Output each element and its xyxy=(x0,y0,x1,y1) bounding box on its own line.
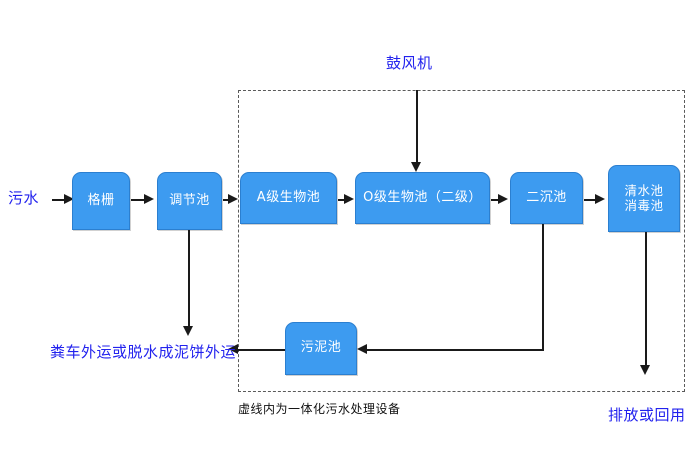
node-sludge-tank-label: 污泥池 xyxy=(300,340,342,356)
node-a-stage-bioreactor-label: A级生物池 xyxy=(256,189,321,205)
node-regulating-tank[interactable]: 调节池 xyxy=(157,172,222,230)
arrowhead-clearwater-to-effluent xyxy=(640,365,650,375)
connector-secondary-sludge-left xyxy=(365,349,544,351)
arrowhead-o-bio-to-secondary xyxy=(498,194,508,204)
arrowhead-regulating-to-a-bio xyxy=(228,194,238,204)
sludge-outlet-label: 粪车外运或脱水成泥饼外运 xyxy=(50,343,237,361)
node-secondary-sedimentation-tank-label: 二沉池 xyxy=(526,189,567,205)
node-grille-label: 格栅 xyxy=(87,192,115,208)
connector-grille-to-regulating xyxy=(131,199,147,201)
arrowhead-blower-to-o-bio xyxy=(411,162,421,172)
connector-blower-to-o-bio xyxy=(416,90,418,164)
connector-sludge-tank-to-outlet xyxy=(236,349,285,351)
effluent-label: 排放或回用 xyxy=(608,406,686,424)
arrowhead-inflow-to-grille xyxy=(64,194,74,204)
connector-secondary-to-clearwater xyxy=(584,199,598,201)
arrowhead-secondary-sludge-to-sludge-tank xyxy=(357,344,367,354)
arrowhead-secondary-to-clearwater xyxy=(595,194,605,204)
connector-regulating-to-a-bio xyxy=(223,199,231,201)
arrowhead-sludge-tank-to-outlet xyxy=(228,344,238,354)
arrowhead-grille-to-regulating xyxy=(144,194,154,204)
node-grille[interactable]: 格栅 xyxy=(72,172,130,230)
connector-regulating-to-sludge-outlet xyxy=(188,230,190,328)
node-regulating-tank-label: 调节池 xyxy=(169,192,210,208)
node-o-stage-bioreactor[interactable]: O级生物池（二级） xyxy=(355,172,490,224)
node-o-stage-bioreactor-label: O级生物池（二级） xyxy=(363,189,482,205)
dashed-boundary-caption: 虚线内为一体化污水处理设备 xyxy=(238,402,401,416)
node-a-stage-bioreactor[interactable]: A级生物池 xyxy=(240,172,337,224)
node-clearwater-disinfection-tank[interactable]: 清水池 消毒池 xyxy=(608,165,680,232)
connector-secondary-sludge-down xyxy=(542,224,544,351)
node-secondary-sedimentation-tank[interactable]: 二沉池 xyxy=(510,172,583,224)
node-sludge-tank[interactable]: 污泥池 xyxy=(285,322,357,375)
connector-o-bio-to-secondary xyxy=(491,199,502,201)
integrated-equipment-boundary xyxy=(238,90,685,392)
arrowhead-a-bio-to-o-bio xyxy=(344,194,354,204)
node-clearwater-disinfection-tank-label: 清水池 消毒池 xyxy=(624,183,664,213)
connector-inflow-to-grille xyxy=(52,199,67,201)
connector-a-bio-to-o-bio xyxy=(338,199,347,201)
inflow-label: 污水 xyxy=(8,189,40,207)
blower-label: 鼓风机 xyxy=(386,54,433,72)
connector-clearwater-to-effluent xyxy=(645,232,647,370)
arrowhead-regulating-to-sludge-outlet xyxy=(183,326,193,336)
